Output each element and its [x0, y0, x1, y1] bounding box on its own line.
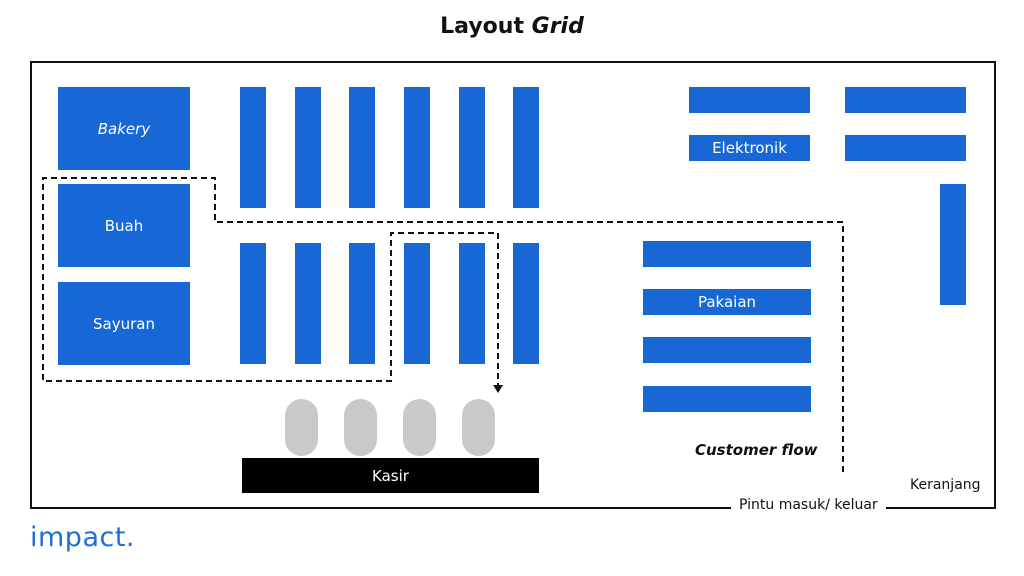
shelf-elektronik-2 [845, 87, 966, 113]
section-elektronik: Elektronik [689, 135, 810, 161]
checkout-queue-2 [344, 399, 377, 456]
section-pakaian: Pakaian [643, 289, 811, 315]
shelf-elektronik-1 [689, 87, 810, 113]
shelf-elektronik-3 [845, 135, 966, 161]
shelf-top-6 [513, 87, 539, 208]
store-floor-border [30, 61, 996, 509]
shelf-bottom-3 [349, 243, 375, 364]
shelf-bottom-6 [513, 243, 539, 364]
shelf-bottom-4 [404, 243, 430, 364]
section-buah: Buah [58, 184, 190, 267]
shelf-elektronik-vertical [940, 184, 966, 305]
kasir-counter: Kasir [242, 458, 539, 493]
section-bakery: Bakery [58, 87, 190, 170]
keranjang-label: Keranjang [910, 477, 981, 493]
shelf-bottom-5 [459, 243, 485, 364]
shelf-top-2 [295, 87, 321, 208]
page-title: Layout Grid [0, 14, 1024, 39]
checkout-queue-1 [285, 399, 318, 456]
title-emphasis: Grid [531, 14, 584, 39]
checkout-queue-4 [462, 399, 495, 456]
flow-arrow-head [493, 385, 503, 393]
customer-flow-label: Customer flow [695, 441, 818, 459]
impact-logo: impact. [30, 522, 136, 553]
shelf-top-1 [240, 87, 266, 208]
shelf-pakaian-3 [643, 337, 811, 363]
shelf-top-4 [404, 87, 430, 208]
section-sayuran: Sayuran [58, 282, 190, 365]
title-main: Layout [440, 14, 524, 39]
shelf-bottom-1 [240, 243, 266, 364]
entrance-exit-label: Pintu masuk/ keluar [731, 497, 886, 513]
shelf-pakaian-4 [643, 386, 811, 412]
shelf-pakaian-1 [643, 241, 811, 267]
checkout-queue-3 [403, 399, 436, 456]
shelf-bottom-2 [295, 243, 321, 364]
shelf-top-3 [349, 87, 375, 208]
shelf-top-5 [459, 87, 485, 208]
